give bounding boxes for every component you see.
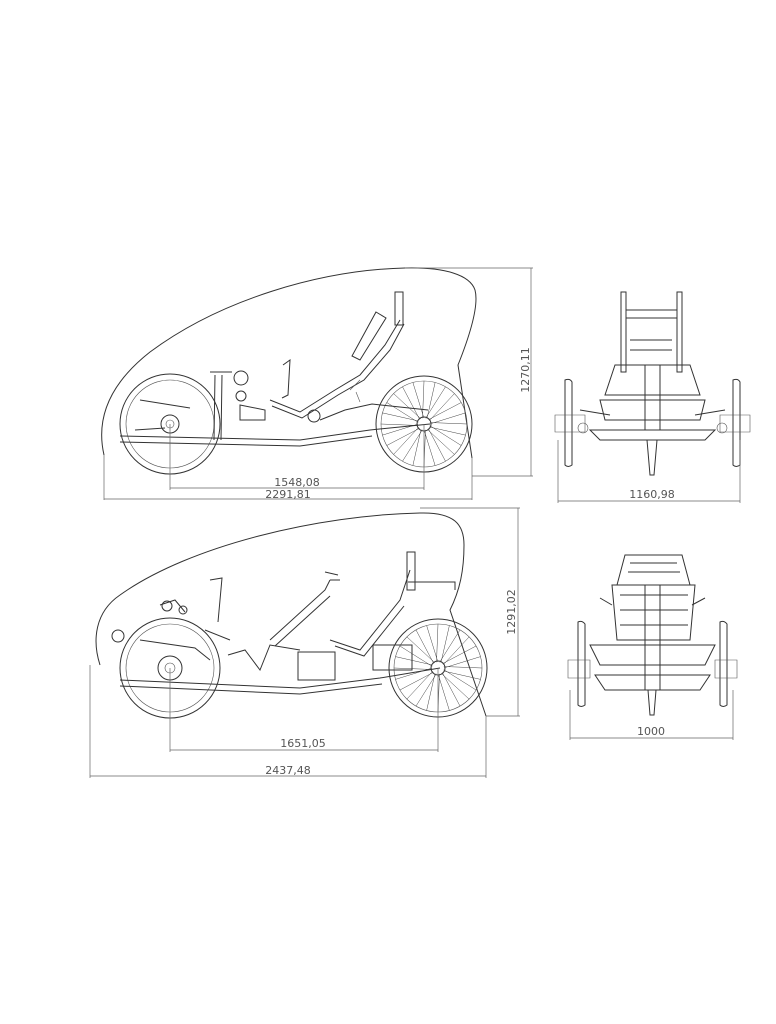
front-view-1: 1160,98 [554,291,751,503]
wheel-spoke [428,402,462,421]
wheel-spoke [441,672,461,707]
wheel-spoke [395,656,433,666]
wheel-spoke [399,671,434,691]
front-wheel-2 [388,618,488,718]
wheel-spoke [443,656,481,669]
wheel-spoke [427,428,446,462]
wheel-spoke [415,629,435,664]
frame-1 [119,291,431,447]
wheel-spoke [442,645,477,665]
wheel-spoke [443,669,477,691]
wheel-spoke [436,623,439,663]
wheel-spoke [428,393,455,422]
wheel-spoke [393,426,420,455]
dimensions-front-2: 1000 [569,690,734,740]
frame-2 [111,551,456,695]
wheel-spoke [440,625,450,663]
wheel-spoke [429,412,466,425]
side-view-2: 1651,05 2437,48 1291,02 [89,507,520,778]
wheel-spoke [402,386,421,420]
wheel-spoke [437,673,450,711]
wheel-spoke [399,645,433,667]
wheel-spoke [412,382,425,419]
dim-height-1: 1270,11 [519,347,532,393]
wheel-spoke [426,428,455,455]
wheel-spoke [443,670,481,680]
wheel-spoke [393,393,422,420]
wheel-spoke [423,429,436,466]
fairing-outline [101,267,477,459]
wheel-spoke [402,429,423,462]
wheel-spoke [429,422,468,425]
wheel-spoke [442,636,470,666]
wheel-spoke [386,402,419,423]
wheel-spoke [440,672,470,700]
wheel-spoke [386,427,420,446]
wheel-spoke [412,429,422,466]
dim-wheelbase-2: 1651,05 [280,737,326,750]
wheel-spoke [382,412,419,422]
wheel-spoke [429,426,466,436]
front-view-2: 1000 [567,554,738,740]
wheel-spoke [406,670,434,700]
wheel-spoke [429,425,462,446]
wheel-spoke [422,380,425,419]
dim-track-2: 1000 [637,725,665,738]
wheel-spoke [425,386,446,419]
fairing-outline-2 [95,512,487,717]
wheel-spoke [406,636,436,664]
wheel-spoke [426,382,436,419]
wheel-spoke [443,666,483,669]
wheel-spoke [426,625,439,663]
side-view-1: 1548,08 2291,81 1270,11 [101,267,533,501]
front-wheel-1 [375,375,473,473]
dimensions-1: 1548,08 2291,81 1270,11 [103,267,533,501]
wheel-spoke [415,673,437,707]
wheel-spoke [393,667,433,670]
dim-height-2: 1291,02 [505,589,518,635]
wheel-spoke [426,673,436,711]
wheel-spoke [380,423,419,426]
dim-wheelbase-1: 1548,08 [274,476,320,489]
wheel-spoke [439,629,461,663]
dimensions-2: 1651,05 2437,48 1291,02 [89,507,520,778]
dimensions-front-1: 1160,98 [557,440,741,503]
dim-length-2: 2437,48 [265,764,311,777]
dim-length-1: 2291,81 [265,488,311,501]
dim-track-1: 1160,98 [629,488,675,501]
